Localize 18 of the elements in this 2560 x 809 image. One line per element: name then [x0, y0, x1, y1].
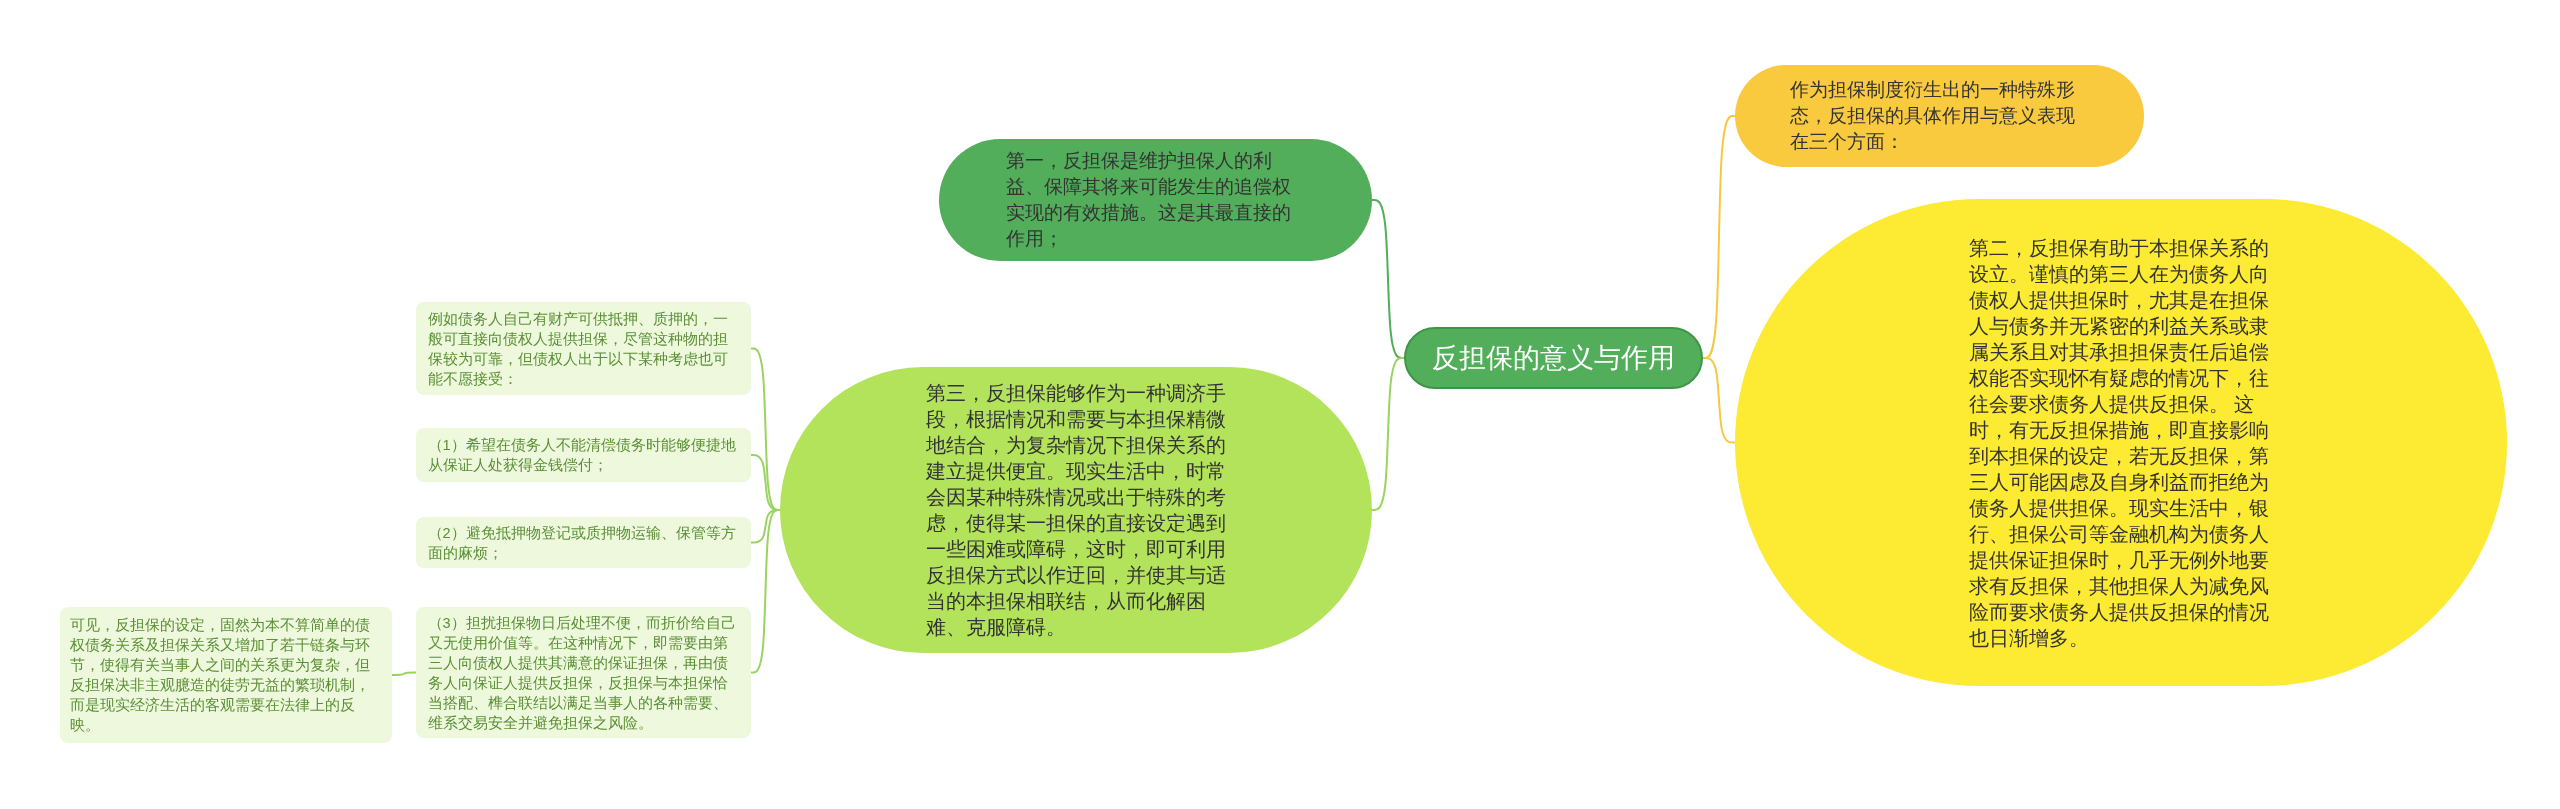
node-text: 可见，反担保的设定，固然为本不算简单的债权债务关系及担保关系又增加了若干链条与环节，使得有关当事人之间的关系更为复杂，但反担保决非主观臆造的徒劳无益的繁琐机制，而是现实经济生活的客观需要在法律上的反映。	[70, 616, 371, 735]
subtopic-card	[416, 607, 751, 738]
node-text: 反担保的意义与作用	[1432, 342, 1675, 375]
node-text: （2）避免抵押物登记或质押物运输、保管等方面的麻烦；	[427, 523, 737, 563]
node-text: （3）担扰担保物日后处理不便，而折价给自己又无使用价值等。在这种情况下，即需要由第三人向债权人提供其满意的保证担保，再由债务人向保证人提供反担保，反担保与本担保恰当搭配、榫合联结以满足当事人的各种需要、维系交易安全并避免担保之风险。	[427, 613, 737, 733]
node-text: 第三，反担保能够作为一种调济手段，根据情况和需要与本担保精微地结合，为复杂情况下担保关系的建立提供便宜。现实生活中，时常会因某种特殊情况或出于特殊的考虑，使得某一担保的直接设定遇到一些困难或障碍，这时，即可利用反担保方式以作迂回，并使其与适当的本担保相联结，从而化解困难、克服障碍。	[926, 381, 1226, 640]
subtopic-card	[416, 428, 751, 482]
node-text: （1）希望在债务人不能清偿债务时能够便捷地从保证人处获得金钱偿付；	[427, 436, 737, 475]
subtopic-card	[416, 517, 751, 568]
connector-line	[1371, 357, 1405, 511]
subtopic-card	[60, 607, 392, 743]
node-text: 第二，反担保有助于本担保关系的设立。谨慎的第三人在为债务人向债权人提供担保时，尤其是在担保人与债务并无紧密的利益关系或隶属关系且对其承担担保责任后追偿权能否实现怀有疑虑的情况下，往往会要求债务人提供反担保。 这时，有无反担保措施，即直接影响到本担保的设定，若无反担保，第三人可能因虑及自身利益而拒绝为债务人提供担保。现实生活中，银行、担保公司等金融机构为债务人提供保证担保时，几乎无例外地要求有反担保，其他担保人为减免风险而要求债务人提供反担保的情况也日渐增多。	[1968, 235, 2270, 651]
connector-line	[391, 671, 417, 676]
node-text: 例如债务人自己有财产可供抵押、质押的，一般可直接向债权人提供担保，尽管这种物的担保较为可靠，但债权人出于以下某种考虑也可能不愿接受：	[427, 309, 729, 389]
node-text: 第一，反担保是维护担保人的利益、保障其将来可能发生的追偿权实现的有效措施。这是其最直接的作用；	[1005, 149, 1292, 251]
connector-line	[750, 509, 781, 674]
subtopic-card	[416, 302, 751, 395]
node-text: 作为担保制度衍生出的一种特殊形态，反担保的具体作用与意义表现在三个方面：	[1789, 78, 2076, 154]
